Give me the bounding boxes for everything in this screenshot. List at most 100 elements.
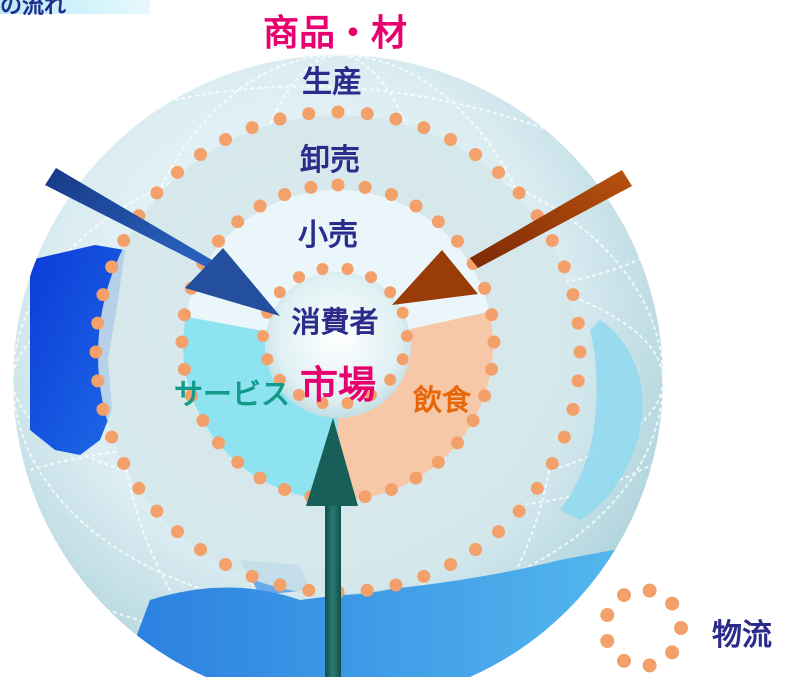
legend-dot [674, 621, 688, 635]
middle-ring-dot [177, 308, 191, 322]
outer-ring-dot [331, 105, 345, 119]
middle-ring-dot [487, 335, 501, 349]
outer-ring-dot [469, 148, 482, 161]
outer-ring-dot [273, 578, 287, 592]
outer-ring-dot [469, 543, 482, 556]
right-arrow [392, 170, 632, 305]
middle-ring-dot [231, 455, 245, 469]
inner-ring-dot [261, 353, 274, 366]
inner-ring-dot [257, 330, 269, 342]
corner-title: の流れ [0, 0, 67, 19]
outer-ring-dot [444, 558, 457, 571]
outer-ring-dot [557, 260, 571, 274]
middle-ring-dot [431, 215, 445, 229]
inner-ring-dot [396, 353, 409, 366]
middle-ring-dot [431, 455, 445, 469]
middle-ring-dot [253, 471, 267, 485]
outer-ring-dot [512, 504, 526, 518]
outer-ring-dot [512, 186, 526, 200]
outer-ring-dot [245, 121, 259, 135]
outer-ring-dot [105, 260, 119, 274]
legend-dot [665, 596, 680, 611]
outer-ring-dot [545, 234, 559, 247]
middle-ring-dot [451, 234, 464, 248]
inner-ring-dot [384, 373, 397, 386]
goods-materials-label: 商品・材 [263, 13, 407, 54]
corner-title-tab: の流れ [0, 0, 150, 19]
legend-dot [642, 658, 657, 673]
middle-ring-dot [409, 471, 423, 485]
bottom-arrow [306, 418, 358, 677]
middle-ring-dot [196, 414, 210, 427]
outer-ring-dot [571, 316, 585, 330]
middle-ring-dot [358, 180, 372, 194]
logistics-dot-rings [89, 105, 587, 599]
middle-ring-dot [278, 483, 292, 496]
middle-ring-dot [212, 234, 225, 248]
outer-ring-dot [150, 186, 164, 200]
outer-ring-dot [360, 107, 374, 121]
market-label: 市場 [300, 363, 376, 407]
inner-ring-dot [316, 263, 329, 275]
legend-logistics-label: 物流 [712, 618, 772, 653]
outer-ring-dot [302, 583, 316, 597]
middle-ring-dot [478, 281, 492, 295]
middle-ring-dot [384, 483, 398, 496]
middle-ring-dot [231, 215, 245, 229]
inner-ring-dot [273, 286, 286, 299]
outer-ring-dot [219, 133, 232, 146]
outer-ring-dot [150, 504, 164, 518]
inner-ring-dot [293, 271, 305, 284]
legend-dot [617, 588, 631, 603]
service-label: サービス [174, 377, 290, 411]
inner-ring-dot [365, 271, 377, 284]
outer-ring-dot [573, 345, 587, 359]
legend: 物流 [600, 583, 772, 673]
outer-ring-dot [91, 316, 105, 330]
middle-ring-dot [358, 490, 372, 504]
middle-ring-dot [451, 436, 464, 450]
inner-ring-dot [316, 397, 329, 409]
outer-ring-dot [117, 234, 131, 247]
middle-ring-dot [177, 362, 191, 376]
inner-ring-dot [341, 397, 354, 409]
inner-ring-dot [384, 286, 397, 299]
outer-ring-dot [194, 148, 207, 161]
legend-dot-ring [600, 583, 688, 673]
middle-ring-dot [485, 362, 499, 376]
middle-ring-dot [253, 199, 267, 213]
outer-ring-dot [194, 543, 207, 556]
outer-ring-dot [389, 578, 403, 592]
outer-ring-dot [117, 457, 131, 470]
outer-ring-dot [566, 402, 580, 416]
middle-ring-dot [485, 308, 499, 322]
food-label: 飲食 [413, 383, 472, 417]
retail-label: 小売 [298, 218, 358, 253]
middle-ring-dot [478, 389, 492, 403]
middle-ring-dot [304, 180, 318, 194]
outer-ring-dot [492, 525, 505, 539]
legend-dot [600, 608, 615, 622]
middle-ring-dot [278, 188, 292, 201]
wholesale-label: 卸売 [300, 143, 360, 178]
outer-ring-dot [171, 525, 184, 539]
production-label: 生産 [302, 65, 362, 100]
outer-ring-dot [171, 165, 184, 179]
legend-dot [665, 645, 680, 660]
outer-ring-dot [530, 481, 544, 495]
outer-ring-dot [571, 374, 585, 388]
outer-ring-dot [557, 430, 571, 444]
outer-ring-dot [492, 165, 505, 179]
outer-ring-dot [389, 112, 403, 126]
outer-ring-dot [417, 569, 431, 583]
outer-ring-dot [273, 112, 287, 126]
outer-ring-dot [96, 288, 110, 302]
outer-ring-dot [444, 133, 457, 146]
outer-ring-dot [89, 345, 103, 359]
middle-ring-dot [175, 335, 189, 349]
middle-ring-dot [331, 178, 345, 192]
outer-ring-dot [105, 430, 119, 444]
outer-ring-dot [566, 288, 580, 302]
middle-ring-dot [409, 199, 423, 213]
